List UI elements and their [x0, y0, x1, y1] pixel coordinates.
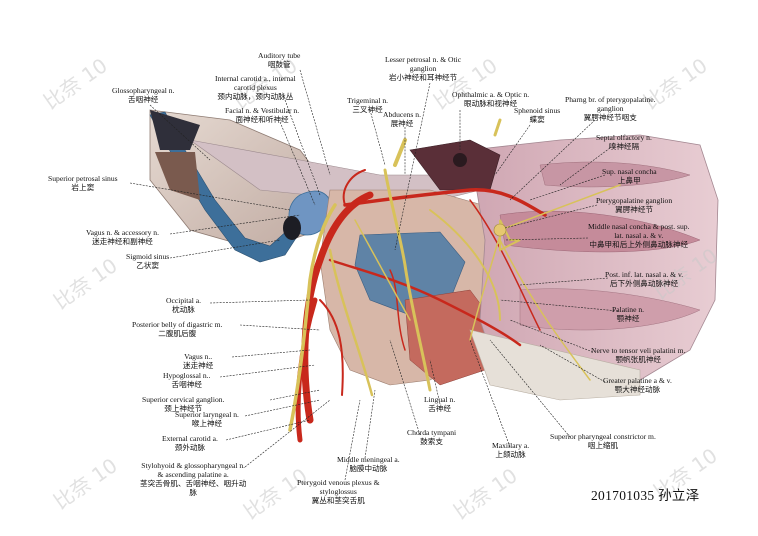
arteries [295, 169, 547, 443]
label-hypoglossal: Hypoglossal n..舌咽神经 [163, 371, 211, 389]
jugular-opening [283, 216, 301, 240]
inferior-region [519, 288, 701, 331]
label-nerve-tensor: Nerve to tensor veli palatini m.颚帆张肌神经 [591, 346, 686, 364]
label-middle-meningeal: Middle meningeal a.脑膜中动脉 [337, 455, 400, 473]
label-middle-nasal-concha: Middle nasal concha & post. sup.lat. nas… [588, 222, 690, 249]
watermark-5: 比奈 10 [49, 253, 122, 314]
label-facial-vestibular: Facial n. & Vestibular n.面神经和听神经 [225, 106, 300, 124]
label-glossopharyngeal: Glossopharyngeal n.舌咽神经 [112, 86, 175, 104]
label-superior-laryngeal: Superior laryngeal n.喉上神经 [175, 410, 239, 428]
label-palatine: Palatine n.颚神经 [612, 305, 645, 323]
watermark-1: 比奈 10 [39, 53, 112, 114]
pterygopalatine-ganglion-dot [493, 223, 507, 237]
label-superior-cervical: Superior cervical ganglion.颈上神经节 [142, 395, 225, 413]
sphenoid-area [409, 139, 501, 191]
superior-concha [539, 161, 691, 188]
label-stylohyoid: Stylohyoid & glossopharyngeal n.& ascend… [140, 461, 247, 497]
watermark-9: 比奈 10 [449, 463, 522, 524]
signature: 201701035 孙立泽 [591, 488, 700, 503]
sinus-dark [150, 110, 200, 150]
label-external-carotid: External carotid a.颈外动脉 [162, 434, 218, 452]
optic-canal [453, 153, 467, 167]
leader-lines [129, 69, 619, 481]
label-abducens: Abducens n.展神经 [383, 110, 421, 128]
label-ophthalmic-optic: Ophthalmic a. & Optic n.眼动脉和视神经 [452, 90, 530, 108]
label-occipital: Occipital a.枕动脉 [166, 296, 201, 314]
sinus-brown [155, 152, 200, 200]
label-maxillary: Maxillary a.上颌动脉 [492, 441, 530, 459]
palate [469, 329, 641, 401]
watermark-7: 比奈 10 [49, 453, 122, 514]
label-septal-olfactory: Septal olfactory n.嗅神经隔 [596, 133, 652, 151]
label-vagus-accessory: Vagus n. & accessory n.迷走神经和副神经 [86, 228, 159, 246]
label-greater-palatine: Greater palatine a & v.颚大神经动脉 [603, 376, 672, 394]
nerves [288, 118, 621, 432]
label-trigeminal: Trigeminal n.三叉神经 [347, 96, 389, 114]
label-posterior-belly: Posterior belly of digastric m.二腹肌后腹 [132, 320, 223, 338]
label-post-inf-lat-nasal: Post. inf. lat. nasal a. & v.后下外侧鼻动脉神经 [605, 270, 684, 288]
label-lingual: Lingual n.舌神经 [424, 395, 456, 413]
middle-concha [499, 210, 701, 253]
label-vagus: Vagus n..迷走神经 [183, 352, 214, 370]
label-sup-pharyngeal-constrictor: Superior pharyngeal constrictor m.咽上缩肌 [550, 432, 656, 450]
